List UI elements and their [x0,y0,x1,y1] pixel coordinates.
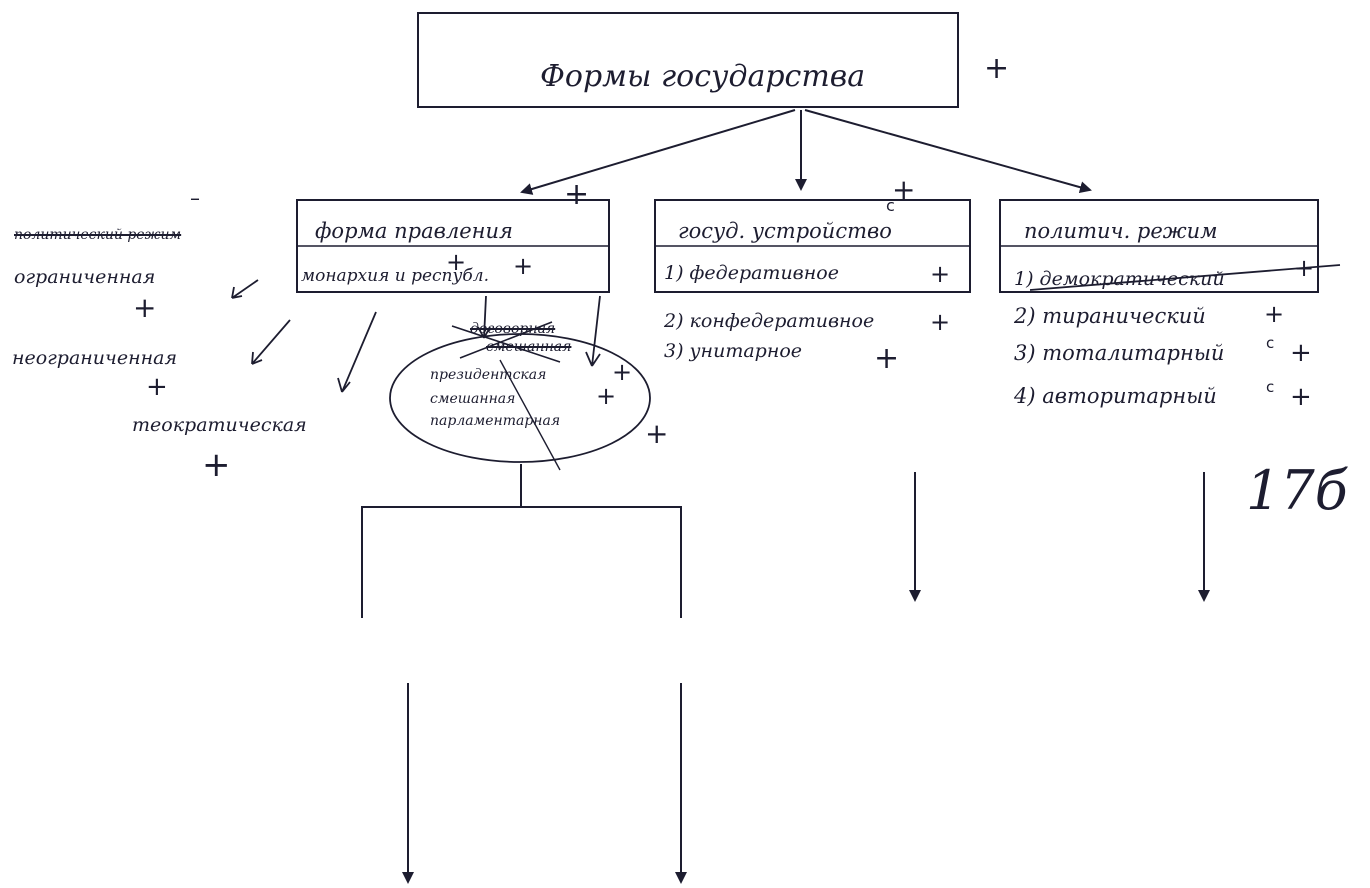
form-plus-top: + [564,177,590,212]
check-arrow-unlimited [251,319,291,365]
form-heading: форма правления [315,219,513,243]
structure-plus-1: + [930,260,951,288]
structure-item-3: 3) унитарное [664,340,803,362]
left-note-unlimited: неограниченная [12,347,178,369]
structure-c: с [886,196,895,215]
structure-heading: госуд. устройство [678,219,892,243]
regime-item-1: 1) демократический [1014,268,1225,290]
republic-crossed-1: договорная [470,321,556,337]
score-mark: 17б [1246,459,1348,522]
republic-type-3: парламентарная [430,413,561,429]
root-box [417,12,959,108]
tree-bracket-mask [363,530,680,618]
structure-plus-2: + [930,308,951,336]
arrow-to-regime [804,109,1092,194]
regime-item-2: 2) тиранический [1014,304,1206,328]
republic-type-2: смешанная [430,391,516,407]
root-title: Формы государства [540,59,866,94]
left-note-dash: – [190,186,200,210]
left-note-limited: ограниченная [14,266,156,288]
left-plus-theocratic: + [202,445,231,485]
republic-crossed-2: смешанная [486,339,572,355]
left-plus-unlimited: + [146,372,168,402]
crossed-scribble-diagonal [499,359,561,471]
republic-type-1: президентская [430,367,547,383]
crossed-scribble [451,321,561,363]
left-note-crossed: политический режим [14,227,182,243]
regime-heading: политич. режим [1024,219,1218,243]
regime-plus-4: + [1290,382,1312,412]
structure-plus-3: + [874,341,900,376]
root-plus: + [984,51,1010,86]
regime-c-3: с [1266,334,1275,352]
regime-item-3: 3) тоталитарный [1014,341,1225,365]
arrow-into-ellipse-right [585,295,601,367]
form-subheading: монархия и республ. [301,266,489,286]
arrow-to-form [520,109,796,195]
regime-plus-2: + [1264,300,1285,328]
form-plus-sub-1: + [446,248,467,276]
regime-plus-3: + [1290,338,1312,368]
left-plus-limited: + [133,291,157,324]
republic-plus-1: + [612,358,633,386]
republic-plus-3: + [645,417,669,450]
regime-c-4: с [1266,378,1275,396]
arrow-to-theocratic [337,311,377,393]
strike-regime-item-1 [1029,264,1341,291]
left-note-theocratic: теократическая [132,414,307,436]
structure-item-2: 2) конфедеративное [664,310,875,332]
check-arrow-limited [231,279,259,299]
structure-item-1: 1) федеративное [664,262,839,284]
structure-plus-top: + [892,173,916,206]
republic-plus-2: + [596,382,617,410]
regime-plus-1: + [1294,254,1315,282]
form-plus-sub-2: + [513,252,534,280]
regime-item-4: 4) авторитарный [1014,384,1217,408]
